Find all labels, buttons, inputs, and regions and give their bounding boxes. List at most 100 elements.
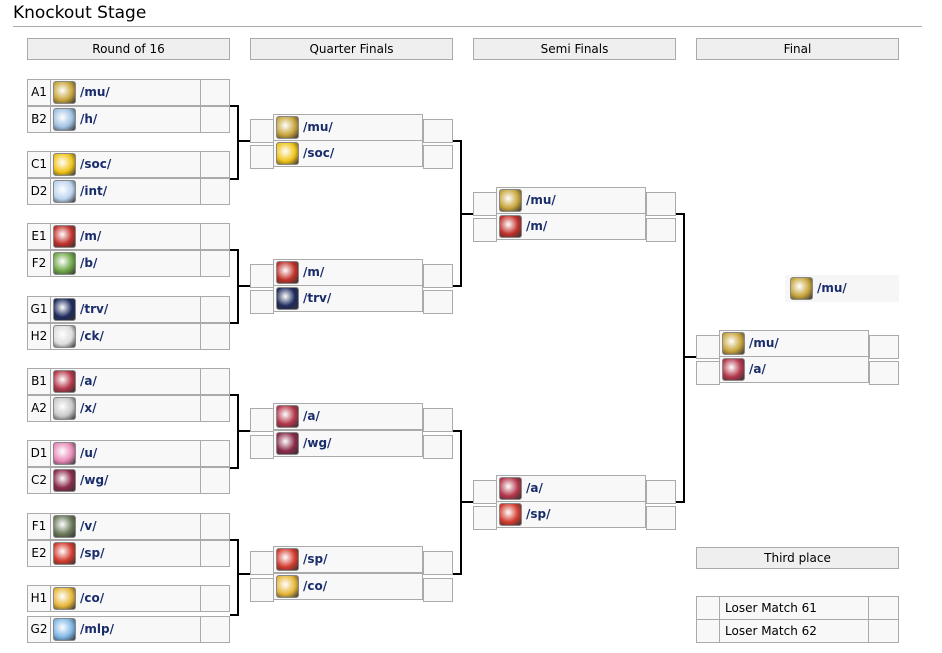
team-slot-sf[interactable]: /m/ bbox=[496, 213, 646, 240]
champion-logo-icon bbox=[790, 277, 813, 300]
score-cell bbox=[200, 151, 230, 178]
score-cell bbox=[200, 513, 230, 540]
team-slot-qf[interactable]: /co/ bbox=[273, 573, 423, 600]
team-logo-icon bbox=[53, 81, 76, 104]
team-slot-final[interactable]: /mu/ bbox=[719, 330, 869, 357]
team-slot-r16[interactable]: /co/ bbox=[50, 585, 201, 612]
team-slot-sf[interactable]: /mu/ bbox=[496, 187, 646, 214]
bracket-connector bbox=[453, 140, 462, 142]
seed-cell bbox=[250, 408, 274, 432]
bracket-connector bbox=[237, 285, 250, 287]
team-slot-r16[interactable]: /m/ bbox=[50, 223, 201, 250]
seed-label: B1 bbox=[27, 368, 51, 395]
bracket-connector bbox=[230, 178, 239, 180]
score-cell bbox=[646, 480, 676, 504]
team-slot-r16[interactable]: /mlp/ bbox=[50, 616, 201, 643]
team-logo-icon bbox=[53, 542, 76, 565]
team-slot-r16[interactable]: /v/ bbox=[50, 513, 201, 540]
third-place-score-2 bbox=[868, 619, 899, 643]
seed-label: D2 bbox=[27, 178, 51, 205]
team-slot-qf[interactable]: /trv/ bbox=[273, 285, 423, 312]
team-logo-icon bbox=[499, 477, 522, 500]
team-slot-sf[interactable]: /a/ bbox=[496, 475, 646, 502]
score-cell bbox=[646, 218, 676, 242]
bracket-connector bbox=[683, 213, 685, 503]
team-name: /b/ bbox=[80, 256, 98, 270]
seed-cell bbox=[250, 145, 274, 169]
team-name: /soc/ bbox=[303, 146, 335, 160]
team-slot-r16[interactable]: /u/ bbox=[50, 440, 201, 467]
team-slot-qf[interactable]: /soc/ bbox=[273, 140, 423, 167]
team-name: /int/ bbox=[80, 184, 108, 198]
seed-label: G2 bbox=[27, 616, 51, 643]
bracket-connector bbox=[230, 105, 239, 107]
team-slot-qf[interactable]: /sp/ bbox=[273, 546, 423, 573]
team-logo-icon bbox=[53, 325, 76, 348]
team-name: /co/ bbox=[303, 579, 328, 593]
score-cell bbox=[200, 250, 230, 277]
bracket-connector bbox=[453, 430, 462, 432]
team-slot-qf[interactable]: /a/ bbox=[273, 403, 423, 430]
team-slot-r16[interactable]: /x/ bbox=[50, 395, 201, 422]
team-slot-r16[interactable]: /trv/ bbox=[50, 296, 201, 323]
team-slot-qf[interactable]: /mu/ bbox=[273, 114, 423, 141]
team-logo-icon bbox=[53, 180, 76, 203]
team-slot-sf[interactable]: /sp/ bbox=[496, 501, 646, 528]
score-cell bbox=[423, 264, 453, 288]
team-name: /trv/ bbox=[80, 302, 109, 316]
third-place-row-1[interactable]: Loser Match 61 bbox=[719, 596, 869, 620]
header-semi-finals: Semi Finals bbox=[473, 38, 676, 60]
seed-label: E2 bbox=[27, 540, 51, 567]
bracket-connector bbox=[230, 394, 239, 396]
header-third-place: Third place bbox=[696, 547, 899, 569]
seed-cell bbox=[250, 119, 274, 143]
seed-cell bbox=[250, 290, 274, 314]
team-name: /m/ bbox=[80, 229, 102, 243]
team-name: /wg/ bbox=[80, 473, 109, 487]
seed-label: A2 bbox=[27, 395, 51, 422]
team-slot-final[interactable]: /a/ bbox=[719, 356, 869, 383]
score-cell bbox=[423, 119, 453, 143]
seed-label: B2 bbox=[27, 106, 51, 133]
team-logo-icon bbox=[53, 252, 76, 275]
third-place-seed-cell bbox=[696, 596, 720, 620]
team-slot-r16[interactable]: /soc/ bbox=[50, 151, 201, 178]
team-slot-r16[interactable]: /mu/ bbox=[50, 79, 201, 106]
header-final: Final bbox=[696, 38, 899, 60]
team-logo-icon bbox=[276, 432, 299, 455]
team-slot-r16[interactable]: /ck/ bbox=[50, 323, 201, 350]
third-place-row-2[interactable]: Loser Match 62 bbox=[719, 619, 869, 643]
third-place-seed-cell bbox=[696, 619, 720, 643]
team-slot-qf[interactable]: /m/ bbox=[273, 259, 423, 286]
bracket-connector bbox=[676, 213, 685, 215]
team-slot-r16[interactable]: /wg/ bbox=[50, 467, 201, 494]
team-slot-r16[interactable]: /b/ bbox=[50, 250, 201, 277]
bracket-connector bbox=[230, 539, 239, 541]
bracket-connector bbox=[460, 501, 473, 503]
score-cell bbox=[646, 192, 676, 216]
seed-label: H2 bbox=[27, 323, 51, 350]
team-logo-icon bbox=[722, 332, 745, 355]
team-logo-icon bbox=[276, 287, 299, 310]
seed-cell bbox=[473, 192, 497, 216]
bracket-connector bbox=[237, 105, 239, 180]
team-name: /mlp/ bbox=[80, 622, 114, 636]
bracket-connector bbox=[237, 430, 250, 432]
team-slot-r16[interactable]: /h/ bbox=[50, 106, 201, 133]
team-logo-icon bbox=[276, 575, 299, 598]
seed-cell bbox=[250, 578, 274, 602]
team-slot-r16[interactable]: /sp/ bbox=[50, 540, 201, 567]
score-cell bbox=[200, 296, 230, 323]
team-slot-qf[interactable]: /wg/ bbox=[273, 430, 423, 457]
team-name: /wg/ bbox=[303, 436, 332, 450]
seed-label: A1 bbox=[27, 79, 51, 106]
team-slot-r16[interactable]: /int/ bbox=[50, 178, 201, 205]
champion-name: /mu/ bbox=[817, 281, 847, 295]
title-divider bbox=[13, 26, 922, 27]
champion-slot[interactable]: /mu/ bbox=[785, 275, 899, 302]
seed-label: C1 bbox=[27, 151, 51, 178]
team-name: /soc/ bbox=[80, 157, 112, 171]
seed-cell bbox=[696, 361, 720, 385]
team-slot-r16[interactable]: /a/ bbox=[50, 368, 201, 395]
bracket-connector bbox=[460, 213, 473, 215]
